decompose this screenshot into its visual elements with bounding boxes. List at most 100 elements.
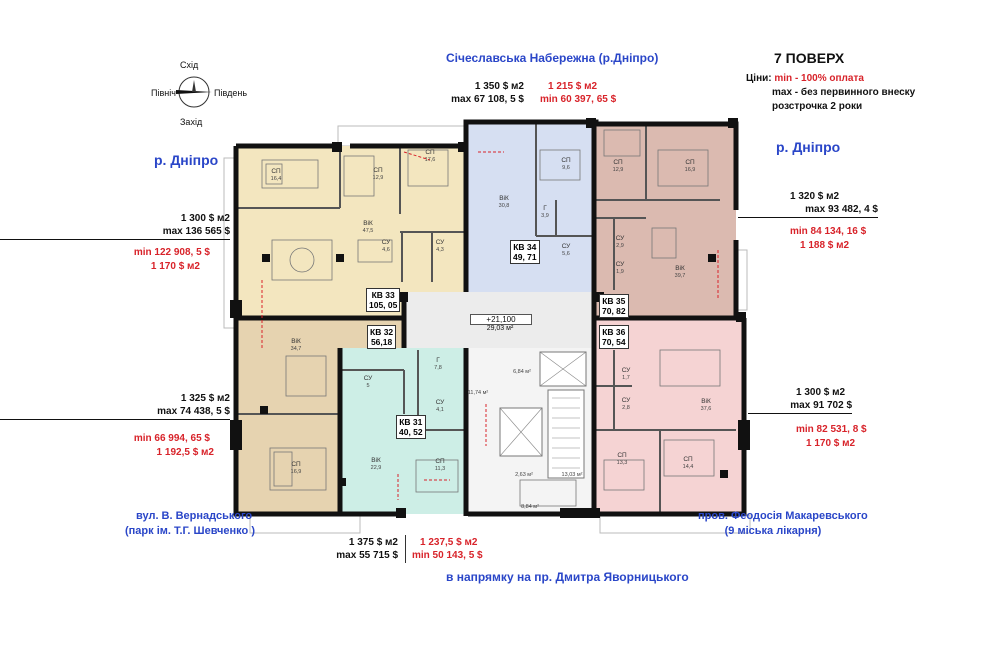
kv31-price-min-m2: 1 237,5 $ м2 <box>420 537 478 548</box>
kv32-price-min-total: min 66 994, 65 $ <box>133 433 210 444</box>
orientation-left: р. Дніпро <box>154 152 219 168</box>
room-name: ВіК <box>291 337 301 345</box>
room-name: СУ <box>436 399 445 406</box>
kv34-price-min-total: min 60 397, 65 $ <box>540 94 617 105</box>
common-area: 11,74 м² <box>468 390 489 396</box>
kv32-price-max-total: max 74 438, 5 $ <box>0 405 230 420</box>
room-name: ВіК <box>363 219 373 227</box>
orientation-bottom-left-2: (парк ім. Т.Г. Шевченко ) <box>125 525 255 537</box>
hall-area: 29,03 м² <box>486 325 514 332</box>
room-name: СП <box>291 461 301 468</box>
room-name: ВіК <box>499 194 509 202</box>
room-name: СП <box>561 157 571 164</box>
room-area: 3,9 <box>541 213 549 219</box>
kv36-price-max-total: max 91 702 $ <box>748 399 852 414</box>
orientation-bottom: в напрямку на пр. Дмитра Яворницького <box>446 570 689 584</box>
room-area: 16,9 <box>291 469 302 475</box>
orientation-right: р. Дніпро <box>776 139 841 155</box>
orientation-bottom-right-2: (9 міська лікарня) <box>724 525 822 537</box>
room-name: СП <box>683 456 693 463</box>
kv32-price-max-m2: 1 325 $ м2 <box>180 393 230 404</box>
room-area: 4,1 <box>436 407 444 413</box>
kv34-price-max-m2: 1 350 $ м2 <box>474 81 524 92</box>
room-name: СУ <box>622 367 631 374</box>
orientation-top: Січеславська Набережна (р.Дніпро) <box>446 51 659 65</box>
room-area: 17,6 <box>425 157 436 163</box>
kv36-price-max-m2: 1 300 $ м2 <box>796 387 846 398</box>
compass-west-label: Захід <box>180 117 203 127</box>
room-name: СП <box>617 452 627 459</box>
common-area: 2,63 м² <box>515 472 533 478</box>
room-area: 12,9 <box>373 175 384 181</box>
kv35-price-max-total: max 93 482, 4 $ <box>738 203 878 218</box>
room-area: 2,9 <box>616 243 624 249</box>
room-area: 12,9 <box>613 167 624 173</box>
kv35-price-min-total: min 84 134, 16 $ <box>790 226 867 237</box>
room-name: СУ <box>436 239 445 246</box>
room-name: СУ <box>364 375 373 382</box>
room-area: 9,6 <box>562 165 570 171</box>
compass-north-label: Північ <box>151 88 176 98</box>
room-name: СУ <box>622 397 631 404</box>
room-area: 7,8 <box>434 365 442 371</box>
kv34-price-max-total: max 67 108, 5 $ <box>451 94 524 105</box>
kv35-price-max-m2: 1 320 $ м2 <box>790 191 840 202</box>
room-name: Г <box>543 205 547 212</box>
compass-east-label: Схід <box>180 60 199 70</box>
kv34-fill[interactable] <box>468 124 594 292</box>
prices-max-note: max - без первинного внеску <box>772 87 916 98</box>
room-name: СУ <box>616 235 625 242</box>
room-area: 1,9 <box>616 269 624 275</box>
kv31-price-min-total: min 50 143, 5 $ <box>412 550 483 561</box>
room-area: 11,3 <box>435 466 445 472</box>
room-area: 5 <box>366 383 369 389</box>
prices-max-note-2: розстрочка 2 роки <box>772 101 863 112</box>
kv34-price-min-m2: 1 215 $ м2 <box>548 81 598 92</box>
room-name: СУ <box>562 243 571 250</box>
kv31-price-max-m2: 1 375 $ м2 <box>348 537 398 548</box>
kv36-fill[interactable] <box>594 318 744 514</box>
room-area: 30,8 <box>499 203 510 209</box>
room-name: СП <box>685 159 695 166</box>
room-name: СП <box>271 168 281 175</box>
room-area: 16,4 <box>271 176 282 182</box>
room-area: 14,4 <box>683 464 694 470</box>
orientation-bottom-right-1: пров. Феодосія Макаревського <box>698 510 868 522</box>
kv32-price-min-m2: 1 192,5 $ м2 <box>156 447 214 458</box>
common-area: 6,84 м² <box>513 369 531 375</box>
room-name: СУ <box>616 261 625 268</box>
orientation-bottom-left-1: вул. В. Вернадського <box>136 510 253 522</box>
prices-label: Ціни: min - 100% оплата <box>746 73 864 84</box>
kv36-price-min-total: min 82 531, 8 $ <box>796 424 867 435</box>
kv35-price-min-m2: 1 188 $ м2 <box>800 240 850 251</box>
kv35-fill[interactable] <box>594 124 736 316</box>
room-name: СП <box>425 149 435 156</box>
room-area: 16,9 <box>685 167 696 173</box>
room-name: СП <box>613 159 623 166</box>
common-area: 13,03 м² <box>562 472 583 478</box>
kv33-price-min-m2: 1 170 $ м2 <box>150 261 200 272</box>
kv33-price-max-total: max 136 565 $ <box>0 225 230 240</box>
room-area: 34,7 <box>291 346 302 352</box>
compass-rose-icon <box>176 76 212 108</box>
kv33-price-max-m2: 1 300 $ м2 <box>180 213 230 224</box>
kv33-price-min-total: min 122 908, 5 $ <box>133 247 210 258</box>
room-name: ВіК <box>371 456 381 464</box>
room-area: 37,6 <box>701 406 712 412</box>
kv36-price-min-m2: 1 170 $ м2 <box>806 438 856 449</box>
room-name: СП <box>373 167 383 174</box>
hall-level: +21,100 <box>470 314 532 325</box>
room-area: 47,5 <box>363 228 374 234</box>
room-area: 13,3 <box>617 460 628 466</box>
room-area: 5,6 <box>562 251 570 257</box>
room-name: ВіК <box>675 264 685 272</box>
kv31-price-max-total: max 55 715 $ <box>336 550 398 561</box>
room-area: 22,9 <box>371 465 382 471</box>
